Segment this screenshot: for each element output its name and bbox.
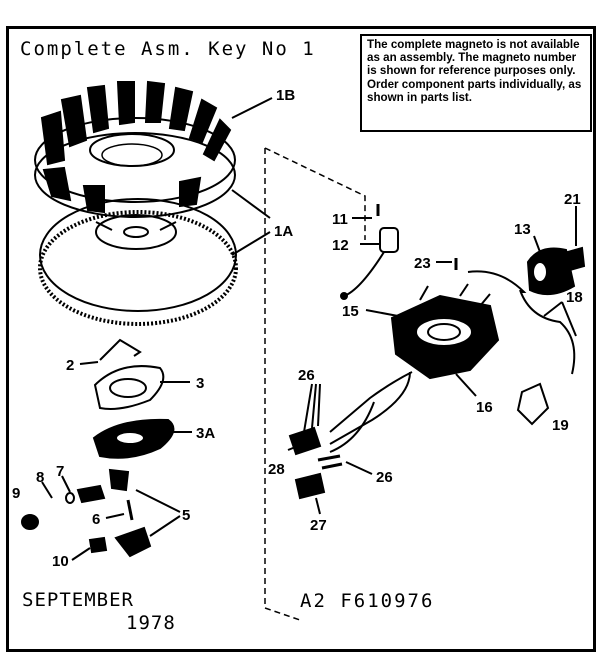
drawing-part-code: A2 F610976 — [300, 590, 435, 612]
date-month: SEPTEMBER — [22, 589, 134, 611]
alignment-line-right — [264, 147, 366, 240]
leader-1A-upper — [231, 189, 271, 219]
assembly-title: Complete Asm. Key No 1 — [20, 38, 316, 60]
callout-26-lower: 26 — [376, 469, 393, 486]
leader-6 — [105, 513, 125, 519]
callout-2: 2 — [66, 357, 74, 374]
leader-10 — [71, 547, 91, 561]
callout-9: 9 — [12, 485, 20, 502]
key-part — [99, 338, 142, 361]
leader-26-lower — [345, 461, 373, 475]
connector-part — [294, 472, 326, 500]
callout-1A: 1A — [274, 223, 293, 240]
gasket-part — [93, 365, 165, 410]
leader-7 — [61, 475, 71, 493]
bracket-part — [566, 246, 586, 272]
leader-5 — [135, 489, 181, 537]
terminal-clips — [317, 454, 343, 470]
flywheel-ring — [38, 198, 238, 326]
diagram-frame — [6, 26, 596, 652]
leader-27 — [315, 497, 321, 515]
leader-2 — [79, 361, 99, 365]
leader-8 — [41, 481, 53, 499]
callout-3: 3 — [196, 375, 204, 392]
condenser-part — [340, 204, 399, 300]
callout-11: 11 — [332, 211, 348, 228]
callout-16: 16 — [476, 399, 493, 416]
terminal-block — [288, 383, 322, 456]
callout-5: 5 — [182, 507, 190, 524]
callout-12: 12 — [332, 237, 349, 254]
leader-28 — [287, 445, 299, 451]
leader-18 — [543, 301, 577, 337]
leader-1B — [231, 97, 273, 119]
callout-26-upper: 26 — [298, 367, 315, 384]
callout-27: 27 — [310, 517, 327, 534]
callout-6: 6 — [92, 511, 100, 528]
spark-plug-lead — [519, 289, 576, 375]
leader-1A-lower — [231, 231, 271, 256]
assembly-note: The complete magneto is not available as… — [360, 34, 592, 132]
callout-15: 15 — [342, 303, 359, 320]
ignition-coil — [526, 247, 576, 296]
harness-wire — [329, 371, 413, 433]
callout-19: 19 — [552, 417, 569, 434]
callout-3A: 3A — [196, 425, 215, 442]
callout-8: 8 — [36, 469, 44, 486]
callout-10: 10 — [52, 553, 69, 570]
breaker-assembly — [21, 468, 152, 558]
date-year: 1978 — [126, 612, 176, 634]
callout-7: 7 — [56, 463, 64, 480]
leader-13 — [533, 235, 541, 253]
callout-23: 23 — [414, 255, 431, 272]
callout-28: 28 — [268, 461, 285, 478]
callout-13: 13 — [514, 221, 531, 238]
callout-1B: 1B — [276, 87, 295, 104]
plate-part — [92, 418, 175, 459]
alignment-line-left — [264, 148, 301, 621]
callout-21: 21 — [564, 191, 581, 208]
leader-16 — [455, 373, 477, 397]
flywheel-fan-blades — [34, 80, 236, 218]
leader-15 — [365, 309, 399, 317]
spark-plug-boot — [516, 382, 550, 426]
armature-assembly — [390, 283, 500, 380]
callout-18: 18 — [566, 289, 583, 306]
